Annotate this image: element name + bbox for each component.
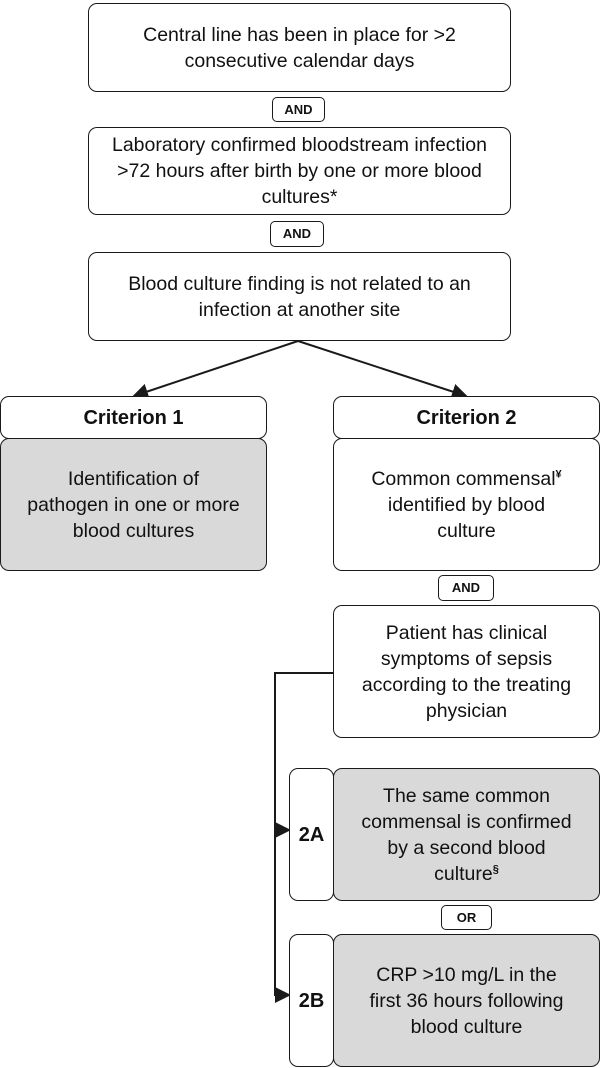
- arrow-to-criterion-1: [132, 340, 299, 400]
- other-site-box: Blood culture finding is not related to …: [88, 252, 511, 341]
- and-connector-1: AND: [272, 97, 325, 122]
- option-2a-label: 2A: [298, 823, 325, 846]
- option-2b-text: CRP >10 mg/L in the first 36 hours follo…: [369, 963, 564, 1038]
- criterion-2-title: Criterion 2: [416, 406, 517, 429]
- and-label-3: AND: [451, 580, 481, 595]
- section-footnote-mark: §: [492, 863, 499, 875]
- clinical-symptoms-box: Patient has clinical symptoms of sepsis …: [333, 605, 600, 738]
- central-line-text: Central line has been in place for >2 co…: [143, 23, 456, 72]
- and-label-1: AND: [284, 101, 313, 117]
- clinical-symptoms-text: Patient has clinical symptoms of sepsis …: [361, 621, 572, 722]
- criterion-1-title: Criterion 1: [83, 406, 184, 429]
- criterion-2-text: Common commensal¥ identified by blood cu…: [371, 467, 562, 542]
- arrow-to-criterion-2: [297, 340, 468, 400]
- lab-confirmed-text: Laboratory confirmed bloodstream infecti…: [111, 134, 488, 208]
- criterion-1-box: Identification of pathogen in one or mor…: [0, 438, 267, 571]
- and-label-2: AND: [282, 226, 312, 241]
- lab-confirmed-box: Laboratory confirmed bloodstream infecti…: [88, 127, 511, 215]
- or-connector: OR: [441, 905, 492, 930]
- yen-footnote-mark: ¥: [555, 468, 562, 480]
- option-2b-label: 2B: [298, 989, 325, 1012]
- option-2a-text: The same common commensal is confirmed b…: [361, 784, 572, 885]
- criterion-1-header: Criterion 1: [0, 396, 267, 439]
- option-2a-box: The same common commensal is confirmed b…: [333, 768, 600, 901]
- other-site-text: Blood culture finding is not related to …: [128, 272, 471, 321]
- option-2a-label-box: 2A: [289, 768, 334, 901]
- criterion-2-box: Common commensal¥ identified by blood cu…: [333, 438, 600, 571]
- criterion-2-header: Criterion 2: [333, 396, 600, 439]
- option-2b-box: CRP >10 mg/L in the first 36 hours follo…: [333, 934, 600, 1067]
- and-connector-2: AND: [270, 221, 324, 247]
- criterion-1-text: Identification of pathogen in one or mor…: [27, 467, 240, 542]
- central-line-box: Central line has been in place for >2 co…: [88, 3, 511, 92]
- and-connector-3: AND: [438, 575, 494, 601]
- option-2b-label-box: 2B: [289, 934, 334, 1067]
- or-label: OR: [456, 909, 477, 925]
